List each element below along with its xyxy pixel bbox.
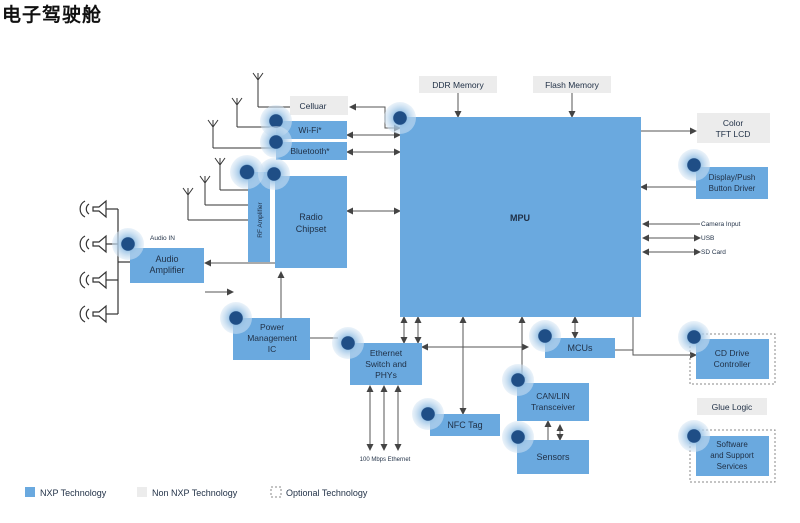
software-label-2: and Support bbox=[710, 451, 754, 460]
audio-label-2: Amplifier bbox=[149, 265, 184, 275]
marker-pmic bbox=[220, 302, 252, 334]
flash-label: Flash Memory bbox=[545, 80, 600, 90]
marker-display-driver bbox=[678, 149, 710, 181]
marker-rf-amplifier bbox=[230, 155, 264, 189]
ethernet-label: Ethernet bbox=[370, 348, 403, 358]
blocks: MPU DDR Memory Flash Memory Celluar Wi-F… bbox=[130, 76, 776, 483]
speakers bbox=[79, 199, 130, 324]
color-lcd-label: Color bbox=[723, 118, 743, 128]
rf-amplifier-block bbox=[248, 172, 270, 262]
cd-drive-block bbox=[696, 339, 769, 379]
antenna-icon bbox=[182, 187, 248, 221]
cd-optional-frame bbox=[689, 333, 776, 385]
display-driver-label: Display/Push bbox=[709, 173, 756, 182]
software-label-3: Services bbox=[717, 462, 748, 471]
highlight-markers bbox=[112, 102, 710, 453]
bluetooth-block bbox=[276, 142, 347, 160]
marker-can-lin bbox=[502, 364, 534, 396]
nfc-block bbox=[430, 414, 500, 436]
ddr-label: DDR Memory bbox=[432, 80, 484, 90]
ethernet-speed-label: 100 Mbps Ethernet bbox=[360, 457, 411, 463]
legend-nxp-label: NXP Technology bbox=[40, 488, 107, 498]
cd-drive-label: CD Drive bbox=[715, 348, 750, 358]
wifi-label: Wi-Fi* bbox=[298, 125, 322, 135]
software-label: Software bbox=[716, 440, 748, 449]
display-driver-label-2: Button Driver bbox=[709, 184, 756, 193]
speaker-icon bbox=[79, 199, 118, 219]
speaker-icon bbox=[79, 304, 118, 324]
pmic-label: Power bbox=[260, 322, 284, 332]
sensors-label: Sensors bbox=[536, 452, 570, 462]
antenna-icon bbox=[199, 175, 248, 206]
line-cd bbox=[632, 317, 697, 359]
ethernet-label-2: Switch and bbox=[365, 359, 407, 369]
antennas bbox=[182, 72, 290, 221]
nfc-label: NFC Tag bbox=[447, 420, 482, 430]
radio-block bbox=[275, 176, 347, 268]
cd-drive-label-2: Controller bbox=[714, 359, 751, 369]
glue-logic-block bbox=[697, 398, 767, 415]
mpu-label: MPU bbox=[510, 213, 530, 223]
ethernet-label-3: PHYs bbox=[375, 370, 397, 380]
pmic-label-2: Management bbox=[247, 333, 297, 343]
camera-input-label: Camera Input bbox=[701, 221, 741, 228]
can-lin-label-2: Transceiver bbox=[531, 402, 575, 412]
software-optional-frame bbox=[689, 429, 776, 483]
marker-audio bbox=[112, 228, 144, 260]
mpu-block bbox=[400, 117, 641, 317]
ddr-block bbox=[419, 76, 497, 93]
marker-sensors bbox=[502, 421, 534, 453]
cellular-label: Celluar bbox=[300, 101, 327, 111]
color-lcd-block bbox=[697, 113, 770, 143]
cellular-block bbox=[290, 96, 348, 115]
audio-block bbox=[130, 248, 204, 283]
pmic-label-3: IC bbox=[268, 344, 277, 354]
legend-optional-swatch bbox=[270, 486, 282, 498]
legend-optional-label: Optional Technology bbox=[286, 488, 368, 498]
antenna-icon bbox=[214, 157, 248, 191]
flash-block bbox=[533, 76, 611, 93]
page-title: 电子驾驶舱 bbox=[2, 4, 103, 26]
sd-card-label: SD Card bbox=[701, 249, 726, 256]
marker-bluetooth bbox=[260, 126, 292, 158]
wifi-block bbox=[276, 121, 347, 139]
radio-label-2: Chipset bbox=[296, 224, 327, 234]
audio-in-label: Audio IN bbox=[150, 235, 175, 242]
antenna-icon bbox=[252, 72, 290, 108]
rf-amplifier-label: RF Amplifier bbox=[257, 201, 264, 237]
marker-nfc bbox=[412, 398, 444, 430]
audio-label: Audio bbox=[155, 254, 178, 264]
legend-nxp-swatch bbox=[25, 487, 35, 497]
marker-software bbox=[678, 420, 710, 452]
color-lcd-label-2: TFT LCD bbox=[716, 129, 751, 139]
mcus-block bbox=[545, 338, 615, 358]
marker-cd-drive bbox=[678, 321, 710, 353]
marker-mcus bbox=[529, 320, 561, 352]
legend-non-nxp-label: Non NXP Technology bbox=[152, 488, 238, 498]
usb-label: USB bbox=[701, 235, 714, 242]
marker-ethernet bbox=[332, 327, 364, 359]
marker-mpu bbox=[384, 102, 416, 134]
legend: NXP Technology Non NXP Technology Option… bbox=[25, 486, 368, 498]
legend-non-nxp-swatch bbox=[137, 487, 147, 497]
antenna-icon bbox=[207, 119, 290, 149]
bluetooth-label: Bluetooth* bbox=[290, 146, 330, 156]
marker-radio bbox=[258, 158, 290, 190]
radio-label: Radio bbox=[299, 212, 323, 222]
can-lin-label: CAN/LIN bbox=[536, 391, 570, 401]
glue-logic-label: Glue Logic bbox=[712, 402, 753, 412]
mcus-label: MCUs bbox=[568, 343, 593, 353]
speaker-icon bbox=[79, 270, 118, 290]
